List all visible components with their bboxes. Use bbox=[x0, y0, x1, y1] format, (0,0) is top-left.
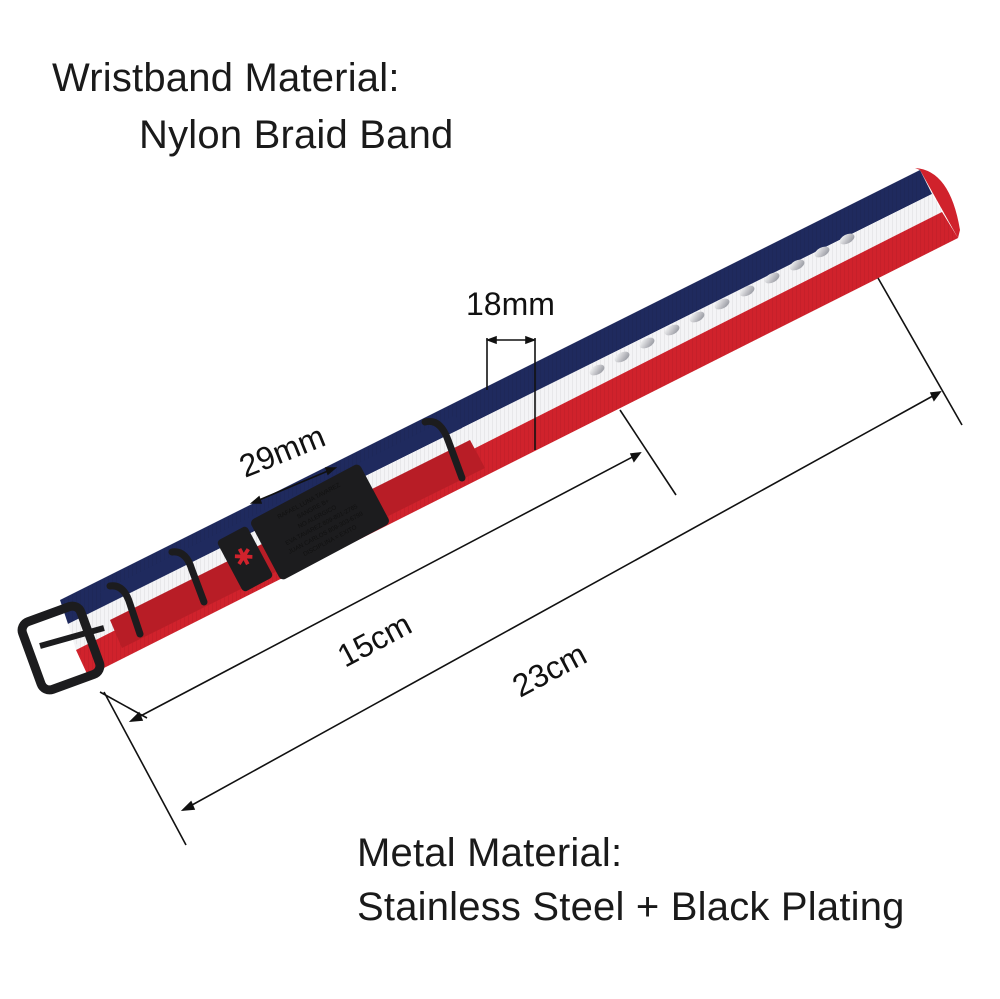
metal-material-heading: Metal Material: bbox=[357, 831, 623, 875]
dim-label-23cm: 23cm bbox=[506, 636, 592, 705]
dim-15cm-right-extension bbox=[619, 409, 677, 496]
wristband-material-value: Nylon Braid Band bbox=[139, 113, 454, 157]
dim-15cm-arrow bbox=[130, 452, 641, 722]
wristband-material-heading: Wristband Material: bbox=[52, 56, 400, 100]
dim-label-18mm: 18mm bbox=[466, 286, 555, 322]
dim-label-15cm: 15cm bbox=[331, 606, 417, 675]
dimension-annotations bbox=[99, 277, 963, 846]
keeper-ring-2 bbox=[168, 548, 208, 606]
medical-slider: ✱ bbox=[217, 526, 273, 592]
black-buckle bbox=[17, 601, 105, 695]
nylon-strap bbox=[60, 168, 960, 676]
metal-material-value: Stainless Steel + Black Plating bbox=[357, 885, 905, 929]
dim-23cm-right-extension bbox=[877, 277, 963, 426]
strap-holes bbox=[589, 233, 855, 376]
dim-23cm-left-extension bbox=[103, 691, 187, 846]
dim-29mm-arrow bbox=[251, 467, 336, 504]
keeper-ring-1 bbox=[421, 417, 466, 482]
dim-23cm-arrow bbox=[182, 391, 941, 811]
keeper-rings bbox=[106, 417, 466, 638]
keeper-ring-3 bbox=[106, 582, 144, 638]
